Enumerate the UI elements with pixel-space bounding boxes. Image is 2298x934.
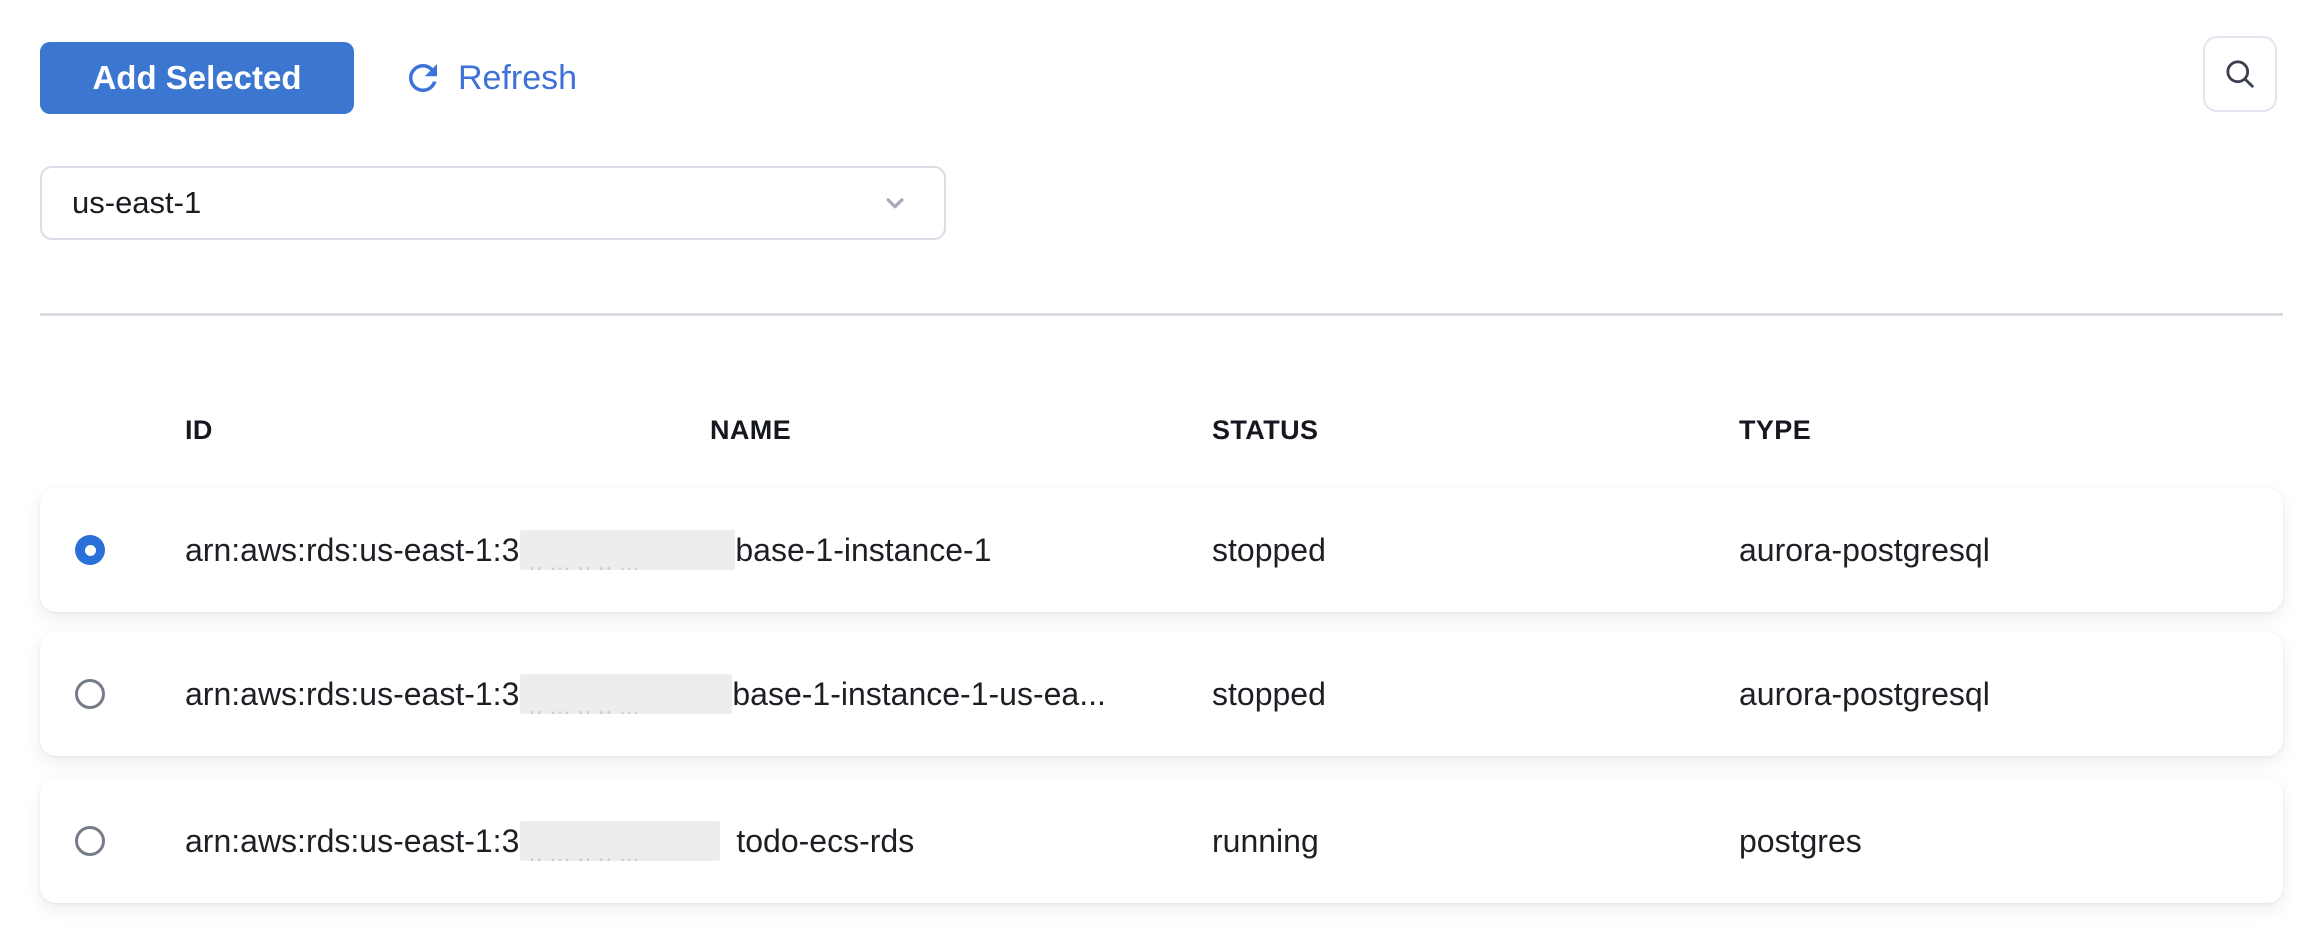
column-header-name: NAME <box>710 414 792 445</box>
column-header-status: STATUS <box>1212 414 1319 445</box>
cell-id: arn:aws:rds:us-east-1:3 base-1-instance-1… <box>185 632 1205 756</box>
cell-status: stopped <box>1212 675 1326 712</box>
radio-selected[interactable] <box>75 535 105 565</box>
region-select-value: us-east-1 <box>72 185 202 220</box>
table-row[interactable]: arn:aws:rds:us-east-1:3 base-1-instance-1… <box>40 632 2283 756</box>
add-selected-button[interactable]: Add Selected <box>40 42 354 114</box>
id-suffix: base-1-instance-1-us-ea... <box>732 675 1106 712</box>
chevron-down-icon <box>880 188 910 218</box>
table-row[interactable]: arn:aws:rds:us-east-1:3 todo-ecs-rds runn… <box>40 779 2283 903</box>
region-select[interactable]: us-east-1 <box>40 166 946 240</box>
column-header-id: ID <box>185 414 213 445</box>
redacted-account-id <box>520 530 736 570</box>
refresh-label: Refresh <box>458 58 578 97</box>
redacted-account-id <box>520 674 733 714</box>
id-prefix: arn:aws:rds:us-east-1:3 <box>185 822 520 859</box>
redacted-account-id <box>520 821 721 861</box>
id-prefix: arn:aws:rds:us-east-1:3 <box>185 531 520 568</box>
radio-unselected[interactable] <box>75 679 105 709</box>
cell-type: postgres <box>1739 822 1862 859</box>
id-suffix: base-1-instance-1 <box>735 531 992 568</box>
cell-type: aurora-postgresql <box>1739 675 1990 712</box>
table-row[interactable]: arn:aws:rds:us-east-1:3 base-1-instance-1… <box>40 488 2283 612</box>
cell-type: aurora-postgresql <box>1739 531 1990 568</box>
search-button[interactable] <box>2203 36 2277 112</box>
cell-status: running <box>1212 822 1319 859</box>
cell-id: arn:aws:rds:us-east-1:3 todo-ecs-rds <box>185 779 1205 903</box>
radio-unselected[interactable] <box>75 826 105 856</box>
column-header-type: TYPE <box>1739 414 1812 445</box>
section-divider <box>40 313 2283 316</box>
search-icon <box>2222 56 2258 92</box>
cell-status: stopped <box>1212 531 1326 568</box>
cell-id: arn:aws:rds:us-east-1:3 base-1-instance-1 <box>185 488 1205 612</box>
table-header: ID NAME STATUS TYPE <box>0 404 2298 456</box>
refresh-icon <box>402 57 444 99</box>
id-suffix: todo-ecs-rds <box>736 822 915 859</box>
id-prefix: arn:aws:rds:us-east-1:3 <box>185 675 520 712</box>
refresh-button[interactable]: Refresh <box>402 42 577 114</box>
